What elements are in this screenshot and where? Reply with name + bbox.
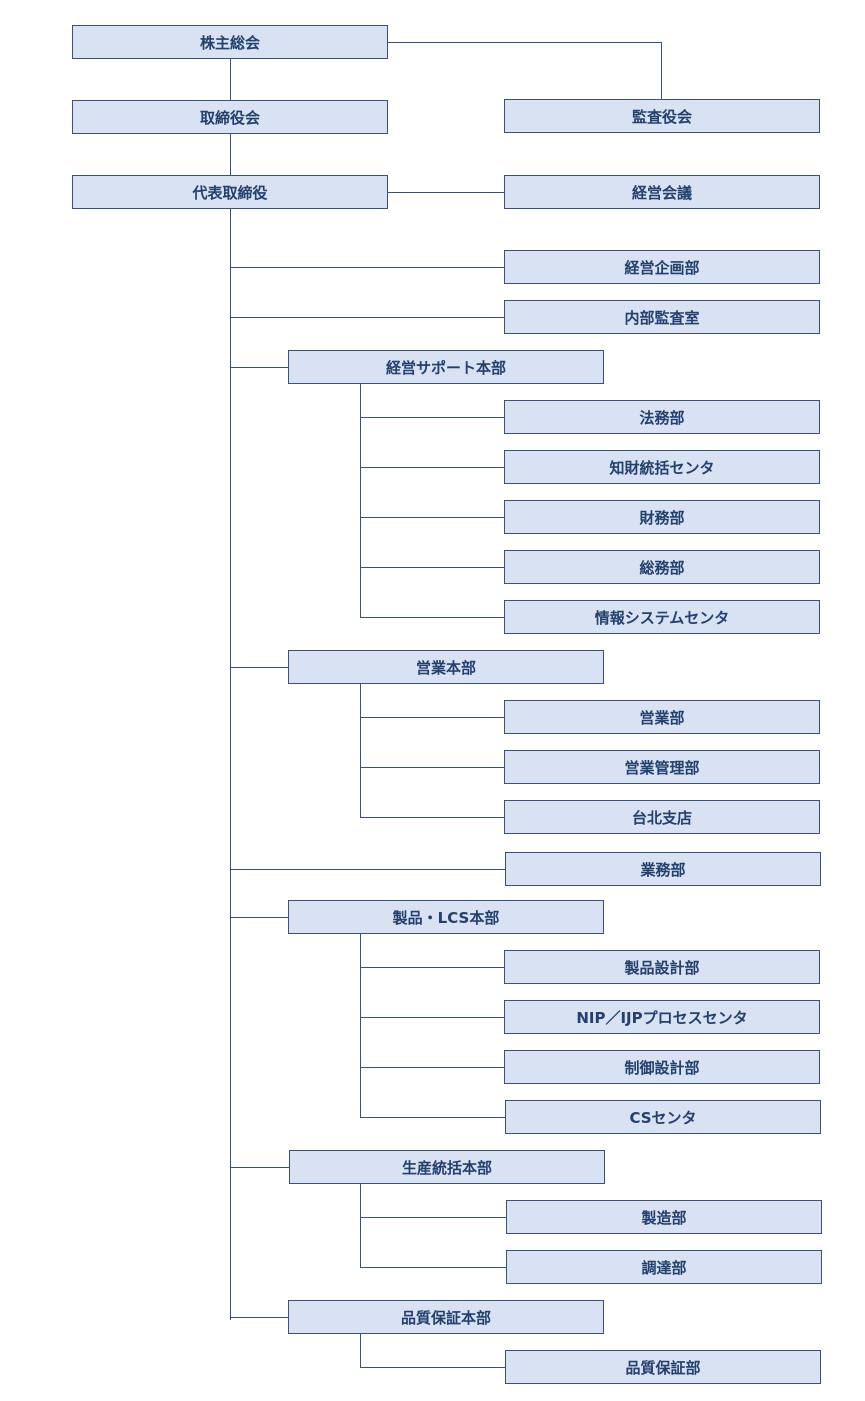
connector bbox=[360, 817, 505, 818]
node-sales: 営業部 bbox=[504, 700, 820, 734]
connector bbox=[230, 134, 231, 175]
connector bbox=[230, 869, 506, 870]
node-board: 取締役会 bbox=[72, 100, 388, 134]
connector bbox=[360, 1267, 507, 1268]
node-product-design: 製品設計部 bbox=[504, 950, 820, 984]
connector bbox=[360, 967, 505, 968]
connector bbox=[360, 617, 505, 618]
node-mgmt-support-hq: 経営サポート本部 bbox=[288, 350, 604, 384]
node-operations: 業務部 bbox=[505, 852, 821, 886]
node-taipei: 台北支店 bbox=[504, 800, 820, 834]
node-finance: 財務部 bbox=[504, 500, 820, 534]
connector bbox=[360, 384, 361, 617]
connector bbox=[360, 467, 505, 468]
connector bbox=[360, 417, 505, 418]
node-control-design: 制御設計部 bbox=[504, 1050, 820, 1084]
connector bbox=[230, 317, 505, 318]
connector bbox=[230, 917, 289, 918]
node-president: 代表取締役 bbox=[72, 175, 388, 209]
connector bbox=[360, 1367, 506, 1368]
node-product-lcs-hq: 製品・LCS本部 bbox=[288, 900, 604, 934]
connector bbox=[360, 1017, 505, 1018]
connector bbox=[230, 667, 289, 668]
node-procurement: 調達部 bbox=[506, 1250, 822, 1284]
connector bbox=[230, 267, 505, 268]
connector bbox=[360, 1117, 506, 1118]
node-sales-hq: 営業本部 bbox=[288, 650, 604, 684]
connector bbox=[387, 42, 661, 43]
node-auditors: 監査役会 bbox=[504, 99, 820, 133]
connector bbox=[230, 367, 289, 368]
node-sales-mgmt: 営業管理部 bbox=[504, 750, 820, 784]
node-management-council: 経営会議 bbox=[504, 175, 820, 209]
node-manufacturing: 製造部 bbox=[506, 1200, 822, 1234]
node-info-systems: 情報システムセンタ bbox=[504, 600, 820, 634]
node-shareholders: 株主総会 bbox=[72, 25, 388, 59]
connector bbox=[230, 1167, 290, 1168]
node-ip-center: 知財統括センタ bbox=[504, 450, 820, 484]
node-internal-audit: 内部監査室 bbox=[504, 300, 820, 334]
connector bbox=[360, 1334, 361, 1367]
connector bbox=[360, 1184, 361, 1267]
node-nip-ijp: NIP／IJPプロセスセンタ bbox=[504, 1000, 820, 1034]
connector bbox=[360, 684, 361, 817]
node-qa: 品質保証部 bbox=[505, 1350, 821, 1384]
connector bbox=[387, 192, 505, 193]
node-corporate-planning: 経営企画部 bbox=[504, 250, 820, 284]
connector bbox=[360, 517, 505, 518]
connector bbox=[230, 209, 231, 1320]
node-legal: 法務部 bbox=[504, 400, 820, 434]
connector bbox=[360, 717, 505, 718]
node-qa-hq: 品質保証本部 bbox=[288, 1300, 604, 1334]
node-general-affairs: 総務部 bbox=[504, 550, 820, 584]
connector bbox=[360, 1217, 507, 1218]
connector bbox=[360, 767, 505, 768]
connector bbox=[230, 59, 231, 100]
node-production-hq: 生産統括本部 bbox=[289, 1150, 605, 1184]
connector bbox=[360, 1067, 505, 1068]
connector bbox=[360, 934, 361, 1117]
connector bbox=[360, 567, 505, 568]
connector bbox=[661, 42, 662, 100]
connector bbox=[230, 1317, 289, 1318]
node-cs-center: CSセンタ bbox=[505, 1100, 821, 1134]
